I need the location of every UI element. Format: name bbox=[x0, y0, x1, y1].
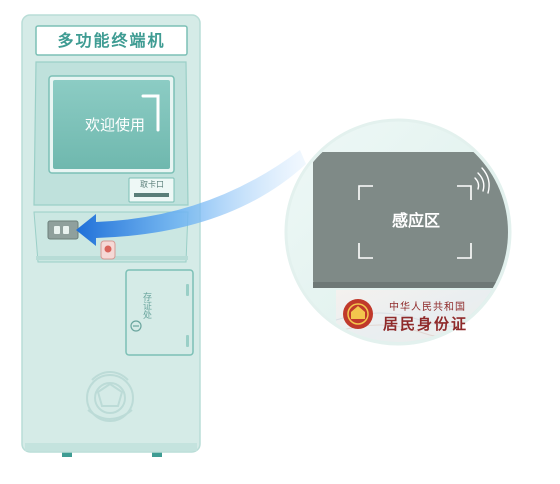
kiosk-foot-left bbox=[62, 449, 72, 457]
deposit-lock-icon bbox=[130, 320, 142, 332]
deposit-door bbox=[125, 269, 194, 356]
nfc-signal-icon bbox=[474, 167, 490, 194]
kiosk-title-plaque bbox=[35, 25, 188, 56]
screen-welcome-text: 欢迎使用 bbox=[84, 116, 145, 134]
kiosk-title: 多功能终端机 bbox=[57, 31, 166, 50]
card-slot bbox=[134, 193, 169, 197]
magnifier bbox=[284, 118, 512, 346]
id-card-title: 居民身份证 bbox=[383, 315, 469, 333]
sensor-label: 感应区 bbox=[391, 211, 440, 230]
sensor-frame bbox=[358, 185, 472, 259]
national-emblem-icon bbox=[86, 370, 134, 422]
deposit-label: 存证处 bbox=[141, 292, 151, 319]
monitor-screen bbox=[53, 80, 170, 169]
arrow-left-icon bbox=[76, 150, 306, 246]
kiosk-foot-right bbox=[152, 449, 162, 457]
hand-icon bbox=[141, 94, 160, 132]
card-slot-label: 取卡口 bbox=[140, 180, 164, 189]
id-card-country: 中华人民共和国 bbox=[389, 302, 466, 313]
